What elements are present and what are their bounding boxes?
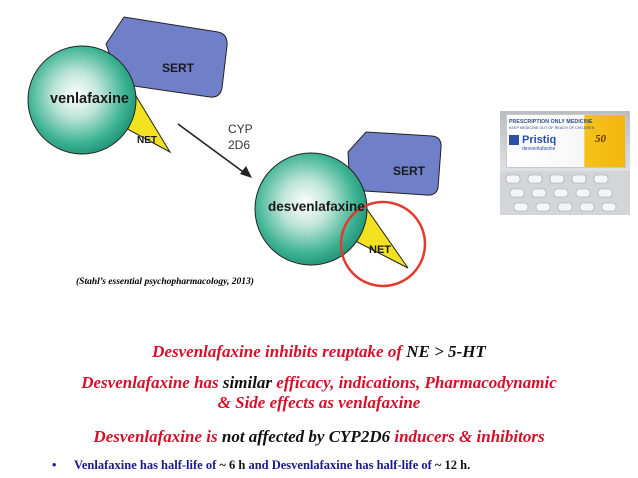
- sert-transporter-2: [347, 131, 442, 196]
- sert-transporter-1: [105, 16, 228, 98]
- box-label: [506, 114, 626, 168]
- box-brand: Pristiq: [522, 134, 557, 146]
- net-highlight-circle: [339, 200, 427, 288]
- blister-pack: [500, 171, 630, 215]
- statement-reuptake-ratio: NE > 5-HT: [406, 342, 486, 361]
- statement-similarity-a: Desvenlafaxine has: [81, 373, 223, 392]
- box-rx-line: PRESCRIPTION ONLY MEDICINE: [509, 119, 593, 125]
- statement-similarity-b: similar: [222, 373, 277, 392]
- sert-label-2: SERT: [393, 164, 426, 178]
- net-label-1: NET: [137, 135, 157, 146]
- brand-logo-icon: [509, 135, 519, 145]
- net-label-2: NET: [369, 244, 391, 256]
- half-life-bullet: • Venlafaxine has half-life of ~ 6 h and …: [52, 458, 470, 473]
- desvenlafaxine-sphere: [254, 152, 368, 266]
- metabolism-arrowhead: [240, 166, 252, 178]
- box-keep-line: KEEP MEDICINE OUT OF REACH OF CHILDREN: [509, 126, 595, 130]
- cyp-label-line1: CYP: [228, 122, 253, 136]
- statement-reuptake-text: Desvenlafaxine inhibits reuptake of: [152, 342, 407, 361]
- statement-cyp-a: Desvenlafaxine is: [93, 427, 222, 446]
- sert-label-1: SERT: [162, 61, 195, 75]
- bullet-dot: •: [52, 458, 57, 472]
- pristiq-box-photo: PRESCRIPTION ONLY MEDICINE KEEP MEDICINE…: [500, 111, 630, 215]
- statement-similarity-cont: & Side effects as venlafaxine: [0, 393, 638, 413]
- statement-cyp: Desvenlafaxine is not affected by CYP2D6…: [0, 427, 638, 447]
- statement-similarity-d: & Side effects as venlafaxine: [217, 393, 421, 412]
- half-life-a: Venlafaxine has half-life of: [74, 458, 220, 472]
- cyp-label-line2: 2D6: [228, 138, 250, 152]
- half-life-d: ~ 12 h.: [434, 458, 471, 472]
- venlafaxine-label: venlafaxine: [50, 91, 129, 107]
- citation: (Stahl’s essential psychopharmacology, 2…: [76, 277, 254, 287]
- statement-reuptake: Desvenlafaxine inhibits reuptake of NE >…: [0, 342, 638, 362]
- box-dose: 50: [595, 133, 606, 145]
- statement-cyp-c: inducers & inhibitors: [394, 427, 545, 446]
- mechanism-diagram: SERT venlafaxine NET CYP 2D6 SERT desven…: [27, 16, 442, 288]
- statement-similarity: Desvenlafaxine has similar efficacy, ind…: [0, 373, 638, 393]
- venlafaxine-sphere: [27, 45, 137, 155]
- statement-similarity-c: efficacy, indications, Pharmacodynamic: [276, 373, 557, 392]
- desvenlafaxine-label: desvenlafaxine: [268, 199, 365, 214]
- half-life-b: ~ 6 h: [219, 458, 249, 472]
- metabolism-arrow: [177, 123, 247, 175]
- half-life-c: and Desvenlafaxine has half-life of: [248, 458, 435, 472]
- statement-cyp-b: not affected by CYP2D6: [221, 427, 395, 446]
- box-generic: desvenlafaxine: [522, 146, 556, 152]
